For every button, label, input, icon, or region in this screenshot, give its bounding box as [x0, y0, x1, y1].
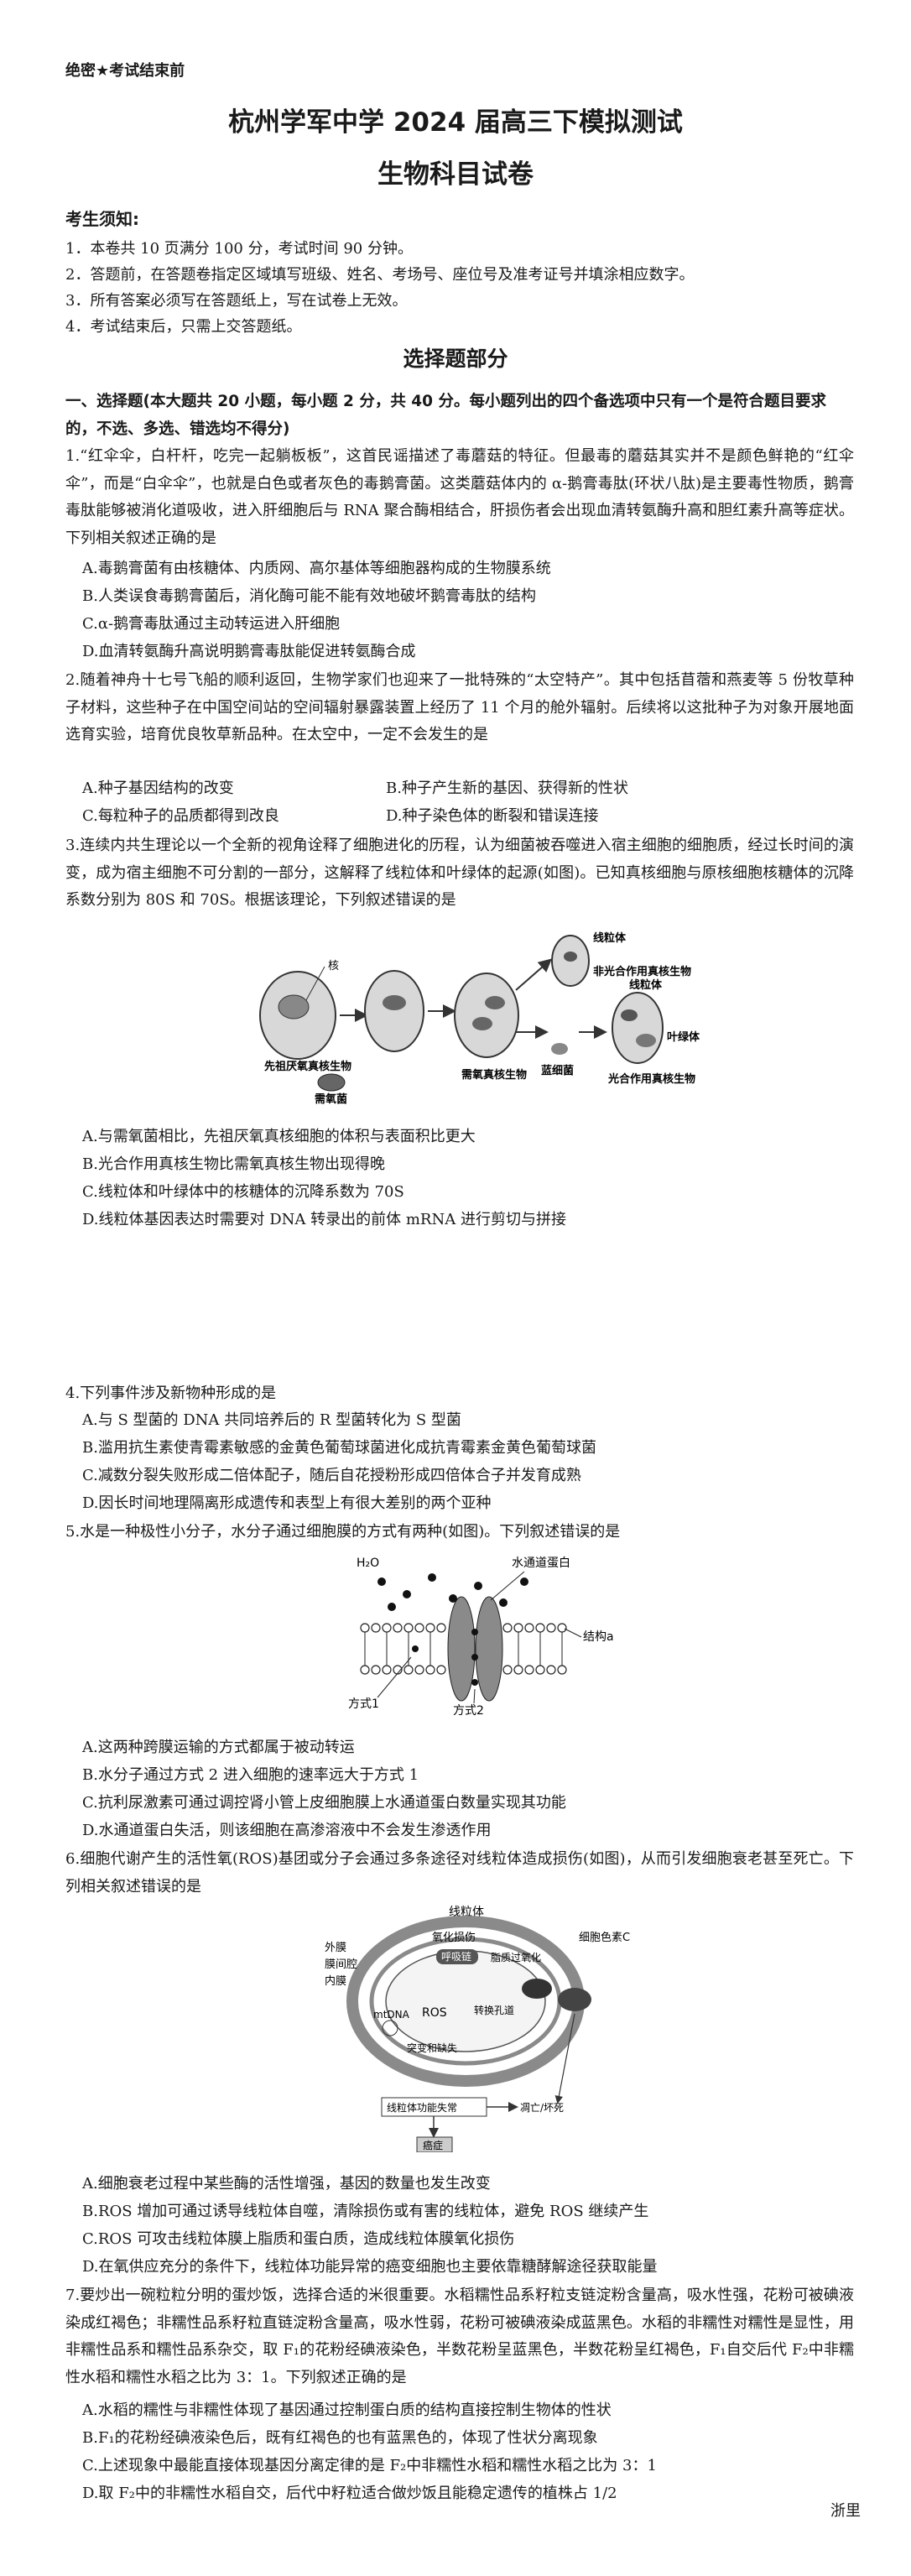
question-6-option-d: D.在氧供应充分的条件下，线粒体功能异常的癌变细胞也主要依靠糖酵解途径获取能量	[82, 2258, 658, 2276]
label-ros: ROS	[422, 2006, 447, 2020]
question-2-option-a: A.种子基因结构的改变	[82, 780, 234, 797]
question-6-option-c: C.ROS 可攻击线粒体膜上脂质和蛋白质，造成线粒体膜氧化损伤	[82, 2230, 515, 2248]
label-structure-a: 结构a	[583, 1630, 614, 1644]
ros-mitochondria-diagram: 线粒体 呼吸链 氧化损伤 外膜 膜间腔 内膜 mtDNA ROS 脂质过氧化 转…	[323, 1901, 642, 2153]
question-5-option-c: C.抗利尿激素可通过调控肾小管上皮细胞膜上水通道蛋白数量实现其功能	[82, 1794, 566, 1812]
question-2-stem: 2.随着神舟十七号飞船的顺利返回，生物学家们也迎来了一批特殊的“太空特产”。其中…	[65, 671, 854, 743]
label-transition-pore: 转换孔道	[474, 2004, 514, 2016]
question-4-stem: 4.下列事件涉及新物种形成的是	[65, 1384, 277, 1402]
section-title: 选择题部分	[403, 347, 508, 371]
question-3-option-c: C.线粒体和叶绿体中的核糖体的沉降系数为 70S	[82, 1183, 404, 1201]
exam-title: 杭州学军中学 2024 届高三下模拟测试	[228, 107, 683, 138]
label-aerobic-euk: 需氧真核生物	[461, 1068, 527, 1082]
label-photo: 光合作用真核生物	[607, 1072, 695, 1086]
question-2-option-c: C.每粒种子的品质都得到改良	[82, 807, 279, 825]
note-item: 1．本卷共 10 页满分 100 分，考试时间 90 分钟。	[65, 240, 413, 258]
question-3-option-b: B.光合作用真核生物比需氧真核生物出现得晚	[82, 1155, 385, 1173]
label-mtdna: mtDNA	[373, 2009, 410, 2021]
question-5-option-a: A.这两种跨膜运输的方式都属于被动转运	[82, 1739, 355, 1756]
endosymbiosis-diagram: 核 先祖厌氧真核生物 需氧菌 需氧真核生物 线粒体 非光合作用真核生物	[247, 923, 705, 1108]
label-dysfunction: 线粒体功能失常	[387, 2101, 457, 2114]
label-cancer: 癌症	[423, 2139, 443, 2151]
footer-mark: 浙里	[830, 2502, 861, 2520]
question-2-option-d: D.种子染色体的断裂和错误连接	[386, 807, 599, 825]
label-cytc: 细胞色素C	[579, 1931, 630, 1944]
confidential-mark: 绝密★考试结束前	[65, 62, 185, 80]
question-1-option-c: C.α-鹅膏毒肽通过主动转运进入肝细胞	[82, 615, 341, 633]
note-item: 2．答题前，在答题卷指定区域填写班级、姓名、考场号、座位号及准考证号并填涂相应数…	[65, 266, 695, 284]
label-mitochondrion: 线粒体	[449, 1906, 484, 1919]
section-intro: 一、选择题(本大题共 20 小题，每小题 2 分，共 40 分。每小题列出的四个…	[65, 393, 826, 438]
question-4-option-b: B.滥用抗生素使青霉素敏感的金黄色葡萄球菌进化成抗青霉素金黄色葡萄球菌	[82, 1439, 596, 1457]
question-7-option-a: A.水稻的糯性与非糯性体现了基因通过控制蛋白质的结构直接控制生物体的性状	[82, 2401, 612, 2419]
label-ancestor: 先祖厌氧真核生物	[264, 1060, 351, 1073]
question-5-stem: 5.水是一种极性小分子，水分子通过细胞膜的方式有两种(如图)。下列叙述错误的是	[65, 1523, 621, 1541]
label-cyano: 蓝细菌	[541, 1064, 574, 1077]
question-4-option-d: D.因长时间地理隔离形成遗传和表型上有很大差别的两个亚种	[82, 1494, 492, 1512]
question-6-stem: 6.细胞代谢产生的活性氧(ROS)基团或分子会通过多条途径对线粒体造成损伤(如图…	[65, 1850, 854, 1895]
question-7-option-b: B.F₁的花粉经碘液染色后，既有红褐色的也有蓝黑色的，体现了性状分离现象	[82, 2429, 598, 2447]
label-outer: 外膜	[325, 1942, 346, 1954]
water-transport-diagram: H₂O 水通道蛋白 结构a 方式1 方式2	[331, 1548, 633, 1718]
label-resp-chain: 呼吸链	[441, 1950, 471, 1963]
label-mode-1: 方式1	[348, 1697, 379, 1711]
question-1-option-b: B.人类误食毒鹅膏菌后，消化酶可能不能有效地破坏鹅膏毒肽的结构	[82, 587, 536, 605]
label-inner: 内膜	[325, 1974, 346, 1988]
label-mode-2: 方式2	[453, 1704, 484, 1716]
question-4-option-a: A.与 S 型菌的 DNA 共同培养后的 R 型菌转化为 S 型菌	[82, 1411, 461, 1429]
question-7-stem: 7.要炒出一碗粒粒分明的蛋炒饭，选择合适的米很重要。水稻糯性品系籽粒支链淀粉含量…	[65, 2287, 854, 2386]
question-6-option-a: A.细胞衰老过程中某些酶的活性增强，基因的数量也发生改变	[82, 2175, 491, 2193]
question-3-option-a: A.与需氧菌相比，先祖厌氧真核细胞的体积与表面积比更大	[82, 1128, 476, 1145]
label-intermembrane: 膜间腔	[325, 1958, 357, 1971]
exam-subtitle: 生物科目试卷	[377, 159, 534, 190]
label-mito-1: 线粒体	[593, 931, 627, 945]
question-1-option-a: A.毒鹅膏菌有由核糖体、内质网、高尔基体等细胞器构成的生物膜系统	[82, 560, 551, 577]
label-aquaporin: 水通道蛋白	[512, 1557, 570, 1570]
question-3-option-d: D.线粒体基因表达时需要对 DNA 转录出的前体 mRNA 进行剪切与拼接	[82, 1211, 566, 1228]
question-4-option-c: C.减数分裂失败形成二倍体配子，随后自花授粉形成四倍体合子并发育成熟	[82, 1467, 581, 1484]
question-1-stem: 1.“红伞伞，白杆杆，吃完一起躺板板”，这首民谣描述了毒蘑菇的特征。但最毒的蘑菇…	[65, 447, 854, 547]
question-7-option-c: C.上述现象中最能直接体现基因分离定律的是 F₂中非糯性水稻和糯性水稻之比为 3…	[82, 2457, 657, 2474]
label-nonphoto: 非光合作用真核生物	[593, 965, 691, 978]
label-aerobe: 需氧菌	[315, 1092, 347, 1106]
question-2-option-b: B.种子产生新的基因、获得新的性状	[386, 780, 628, 797]
note-item: 4．考试结束后，只需上交答题纸。	[65, 318, 302, 336]
question-7-option-d: D.取 F₂中的非糯性水稻自交，后代中籽粒适合做炒饭且能稳定遗传的植株占 1/2	[82, 2485, 617, 2502]
label-lipid-perox: 脂质过氧化	[491, 1951, 541, 1963]
question-5-option-d: D.水通道蛋白失活，则该细胞在高渗溶液中不会发生渗透作用	[82, 1822, 492, 1839]
question-6-option-b: B.ROS 增加可通过诱导线粒体自噬，清除损伤或有害的线粒体，避免 ROS 继续…	[82, 2203, 649, 2220]
label-apoptosis: 凋亡/坏死	[520, 2102, 564, 2114]
label-chloroplast: 叶绿体	[667, 1030, 700, 1044]
label-mutation: 突变和缺失	[407, 2042, 457, 2054]
label-ox-damage: 氧化损伤	[432, 1932, 476, 1944]
label-nucleus: 核	[328, 960, 339, 973]
note-item: 3．所有答案必须写在答题纸上，写在试卷上无效。	[65, 292, 408, 310]
question-1-option-d: D.血清转氨酶升高说明鹅膏毒肽能促进转氨酶合成	[82, 643, 416, 660]
question-3-stem: 3.连续内共生理论以一个全新的视角诠释了细胞进化的历程，认为细菌被吞噬进入宿主细…	[65, 837, 854, 909]
notes-heading: 考生须知:	[65, 209, 139, 229]
label-h2o: H₂O	[357, 1557, 379, 1570]
label-mito-2: 线粒体	[629, 978, 663, 992]
question-5-option-b: B.水分子通过方式 2 进入细胞的速率远大于方式 1	[82, 1766, 419, 1784]
